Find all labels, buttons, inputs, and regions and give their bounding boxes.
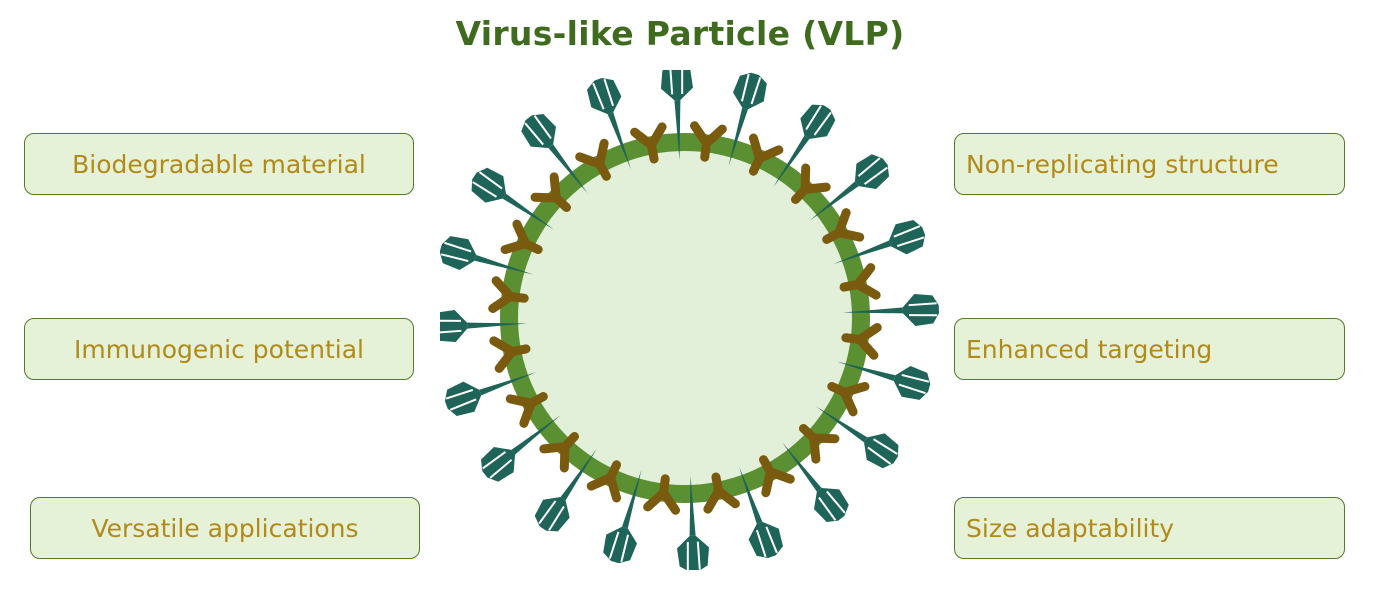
spike-protein-icon <box>471 167 555 230</box>
spike-protein-icon <box>534 448 597 532</box>
antibody-icon <box>505 392 548 428</box>
spike-protein-icon <box>587 77 631 170</box>
antibody-icon <box>643 474 680 515</box>
antibody-icon <box>841 323 882 360</box>
antibody-icon <box>530 172 572 213</box>
capsid-interior <box>518 151 852 485</box>
antibody-icon <box>748 133 784 176</box>
feature-box-versatile: Versatile applications <box>30 497 420 559</box>
antibody-icon <box>630 122 667 164</box>
spike-protein-icon <box>440 236 534 275</box>
feature-label: Enhanced targeting <box>966 334 1213 364</box>
vlp-particle-illustration <box>440 70 939 570</box>
antibody-icon <box>827 381 870 417</box>
antibody-icon <box>539 431 580 473</box>
diagram-title: Virus-like Particle (VLP) <box>455 14 905 53</box>
spike-protein-icon <box>677 475 710 570</box>
spike-protein-icon <box>660 70 693 161</box>
antibody-icon <box>690 121 727 162</box>
spike-protein-icon <box>782 442 849 523</box>
spike-protein-icon <box>728 72 767 167</box>
feature-label: Immunogenic potential <box>73 334 364 364</box>
antibody-icon <box>822 208 865 244</box>
antibody-icon <box>703 472 740 514</box>
feature-label: Versatile applications <box>91 513 359 543</box>
feature-label: Biodegradable material <box>72 149 366 179</box>
antibody-icon <box>575 138 611 181</box>
spike-protein-icon <box>815 406 899 469</box>
spike-protein-icon <box>836 361 931 400</box>
spike-protein-icon <box>521 113 588 194</box>
feature-label: Non-replicating structure <box>966 149 1279 179</box>
spike-protein-icon <box>444 372 537 416</box>
antibody-icon <box>488 276 529 313</box>
spike-protein-icon <box>842 293 939 326</box>
spike-protein-icon <box>773 104 836 188</box>
feature-box-biodegradable: Biodegradable material <box>24 133 414 195</box>
feature-box-size: Size adaptability <box>954 497 1345 559</box>
spike-protein-icon <box>809 154 890 221</box>
spike-protein-icon <box>739 466 783 559</box>
antibody-icon <box>839 263 881 300</box>
feature-label: Size adaptability <box>966 513 1175 543</box>
antibody-icon <box>798 423 840 464</box>
feature-box-targeting: Enhanced targeting <box>954 318 1345 380</box>
spike-protein-icon <box>833 220 926 264</box>
antibody-icon <box>489 336 531 373</box>
feature-box-immunogenic: Immunogenic potential <box>24 318 414 380</box>
spike-protein-icon <box>440 310 528 343</box>
antibody-icon <box>759 455 795 498</box>
antibody-icon <box>586 460 622 503</box>
antibody-icon <box>790 163 831 205</box>
feature-box-non-replicating: Non-replicating structure <box>954 133 1345 195</box>
spike-protein-icon <box>603 469 642 564</box>
spike-protein-icon <box>480 415 561 482</box>
antibody-icon <box>500 219 543 255</box>
